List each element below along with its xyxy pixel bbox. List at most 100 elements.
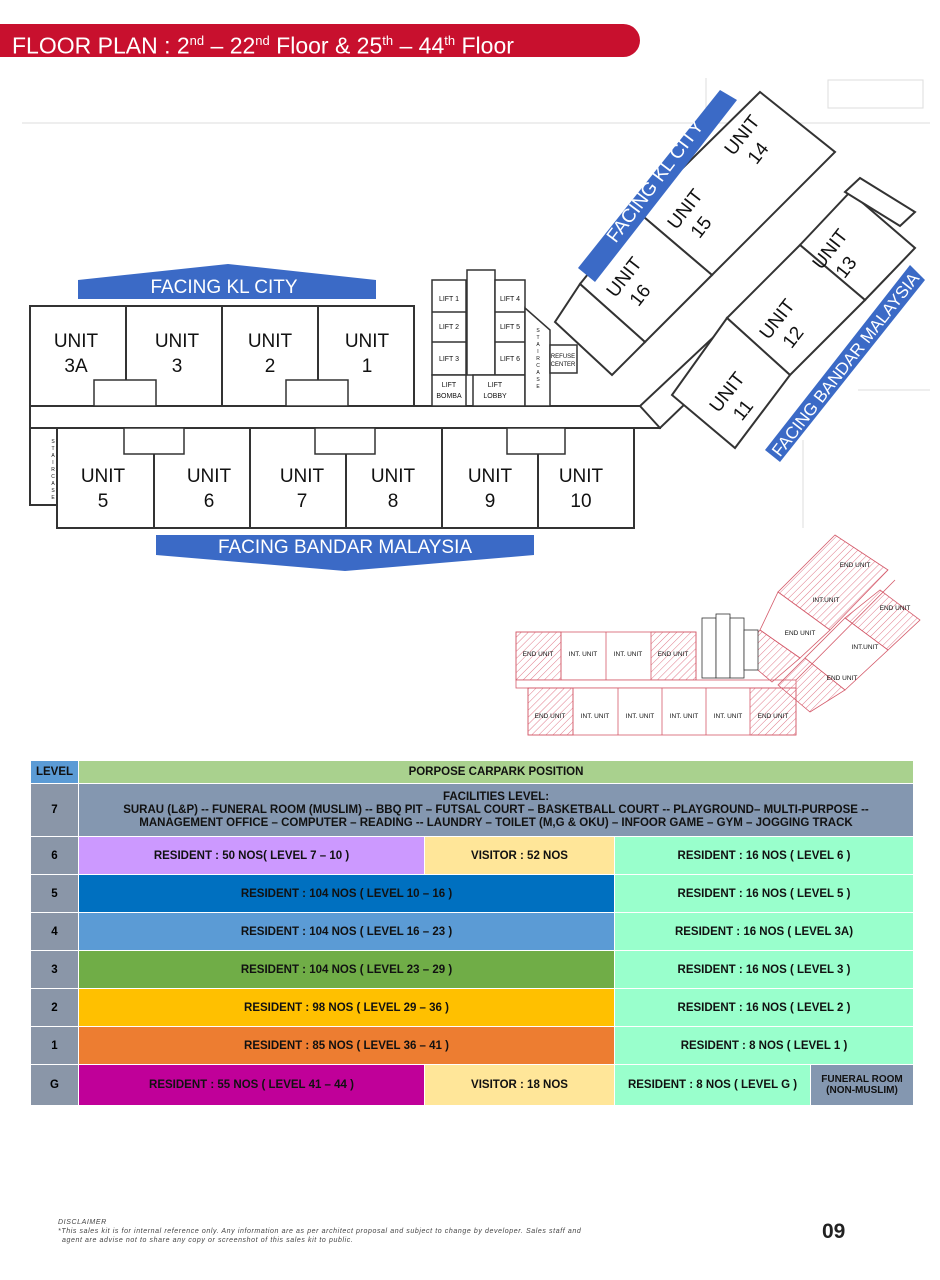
staircase-letter: A [51,481,55,487]
unit-number: 5 [98,491,109,512]
mini-unit-label: INT. UNIT [614,651,643,658]
resident-cell: RESIDENT : 104 NOS ( LEVEL 23 – 29 ) [78,950,615,989]
title-part: – 22 [204,32,256,59]
unit-label: UNIT [187,466,232,487]
funeral-room-cell: FUNERAL ROOM (NON-MUSLIM) [810,1064,914,1106]
mini-unit-label: INT. UNIT [626,713,655,720]
resident-cell: RESIDENT : 104 NOS ( LEVEL 16 – 23 ) [78,912,615,951]
resident-cell: RESIDENT : 50 NOS( LEVEL 7 – 10 ) [78,836,425,875]
table-row: 2 RESIDENT : 98 NOS ( LEVEL 29 – 36 ) RE… [30,988,914,1027]
mini-unit-label: INT.UNIT [813,597,840,604]
resident-cell: RESIDENT : 98 NOS ( LEVEL 29 – 36 ) [78,988,615,1027]
facilities-line: SURAU (L&P) -- FUNERAL ROOM (MUSLIM) -- … [123,803,869,816]
mini-unit-label: END UNIT [827,675,858,682]
staircase-letter: S [51,488,55,494]
staircase-letter: S [536,328,540,334]
resident-cell: RESIDENT : 16 NOS ( LEVEL 5 ) [614,874,914,913]
page-number: 09 [822,1220,846,1243]
facing-bandar-malaysia-diag-banner [765,265,925,462]
mini-unit-label: END UNIT [840,562,871,569]
level-cell: 2 [30,988,79,1027]
unit-label: UNIT [371,466,416,487]
staircase-letter: C [536,363,540,369]
unit-number: 1 [362,356,373,377]
staircase-letter: R [536,356,540,362]
lift-label: LIFT 4 [500,296,520,303]
table-header-row: LEVEL PORPOSE CARPARK POSITION [30,760,914,784]
staircase-letter: I [537,349,538,355]
unit-number: 3 [172,356,183,377]
unit-number: 3A [64,356,88,377]
level-header: LEVEL [30,760,79,784]
staircase-letter: A [51,453,55,459]
facilities-cell: FACILITIES LEVEL: SURAU (L&P) -- FUNERAL… [78,783,914,837]
staircase-letter: T [536,335,539,341]
staircase-letter: I [52,460,53,466]
unit-number: 9 [485,491,496,512]
resident-cell: RESIDENT : 16 NOS ( LEVEL 3 ) [614,950,914,989]
resident-cell: RESIDENT : 8 NOS ( LEVEL G ) [614,1064,811,1106]
resident-cell: RESIDENT : 104 NOS ( LEVEL 10 – 16 ) [78,874,615,913]
facing-bandar-malaysia-label: FACING BANDAR MALAYSIA [218,537,472,558]
unit-label: UNIT [155,331,200,352]
mini-unit-label: END UNIT [785,630,816,637]
level-cell: 7 [30,783,79,837]
table-row: G RESIDENT : 55 NOS ( LEVEL 41 – 44 ) VI… [30,1064,914,1106]
mini-unit-label: END UNIT [658,651,689,658]
unit-label: UNIT [54,331,99,352]
title-sup: nd [189,33,205,48]
table-row: 7 FACILITIES LEVEL: SURAU (L&P) -- FUNER… [30,783,914,837]
level-cell: 5 [30,874,79,913]
lift-bomba-label: BOMBA [436,393,462,400]
staircase-letter: A [536,370,540,376]
staircase-letter: A [536,342,540,348]
lift-bomba-label: LIFT [442,382,457,389]
facilities-line: MANAGEMENT OFFICE – COMPUTER – READING -… [139,816,853,829]
unit-number: 6 [204,491,215,512]
resident-cell: RESIDENT : 16 NOS ( LEVEL 3A) [614,912,914,951]
unit-number: 10 [570,491,591,512]
resident-cell: RESIDENT : 85 NOS ( LEVEL 36 – 41 ) [78,1026,615,1065]
mini-unit-label: END UNIT [535,713,566,720]
facing-bandar-malaysia-banner [156,535,534,571]
funeral-room-line: FUNERAL ROOM [821,1074,903,1085]
level-cell: 1 [30,1026,79,1065]
facing-kl-city-label: FACING KL CITY [150,277,297,298]
resident-cell: RESIDENT : 8 NOS ( LEVEL 1 ) [614,1026,914,1065]
disclaimer-line: *This sales kit is for internal referenc… [58,1228,582,1235]
title-sup: nd [255,33,270,48]
staircase-letter: E [536,384,540,390]
table-row: 1 RESIDENT : 85 NOS ( LEVEL 36 – 41 ) RE… [30,1026,914,1065]
table-row: 6 RESIDENT : 50 NOS( LEVEL 7 – 10 ) VISI… [30,836,914,875]
mini-unit-label: END UNIT [758,713,789,720]
facing-kl-city-banner [78,264,376,299]
title-part: – 44 [393,32,445,59]
level-cell: 4 [30,912,79,951]
table-title: PORPOSE CARPARK POSITION [78,760,914,784]
unit-number: 8 [388,491,399,512]
resident-cell: RESIDENT : 55 NOS ( LEVEL 41 – 44 ) [78,1064,425,1106]
lift-label: LIFT 1 [439,296,459,303]
unit-number: 2 [265,356,276,377]
visitor-cell: VISITOR : 52 NOS [424,836,615,875]
table-row: 3 RESIDENT : 104 NOS ( LEVEL 23 – 29 ) R… [30,950,914,989]
unit-label: UNIT [280,466,325,487]
disclaimer-title: DISCLAIMER [58,1219,107,1226]
unit-number: 7 [297,491,308,512]
mini-unit-label: INT. UNIT [714,713,743,720]
mini-unit-label: INT. UNIT [569,651,598,658]
funeral-room-line: (NON-MUSLIM) [826,1085,898,1096]
table-row: 5 RESIDENT : 104 NOS ( LEVEL 10 – 16 ) R… [30,874,914,913]
level-cell: 6 [30,836,79,875]
mini-floor-plan: END UNIT INT. UNIT INT. UNIT END UNIT END UN… [515,534,921,736]
lift-lobby-label: LIFT [488,382,503,389]
unit-label: UNIT [345,331,390,352]
staircase-letter: T [51,446,54,452]
disclaimer-line: agent are advise not to share any copy o… [62,1237,354,1244]
unit-label: UNIT [248,331,293,352]
lift-label: LIFT 5 [500,324,520,331]
staircase-letter: S [51,439,55,445]
page-title-banner: FLOOR PLAN : 2nd – 22nd Floor & 25th – 4… [0,24,640,59]
unit-label: UNIT [81,466,126,487]
staircase-letter: C [51,474,55,480]
